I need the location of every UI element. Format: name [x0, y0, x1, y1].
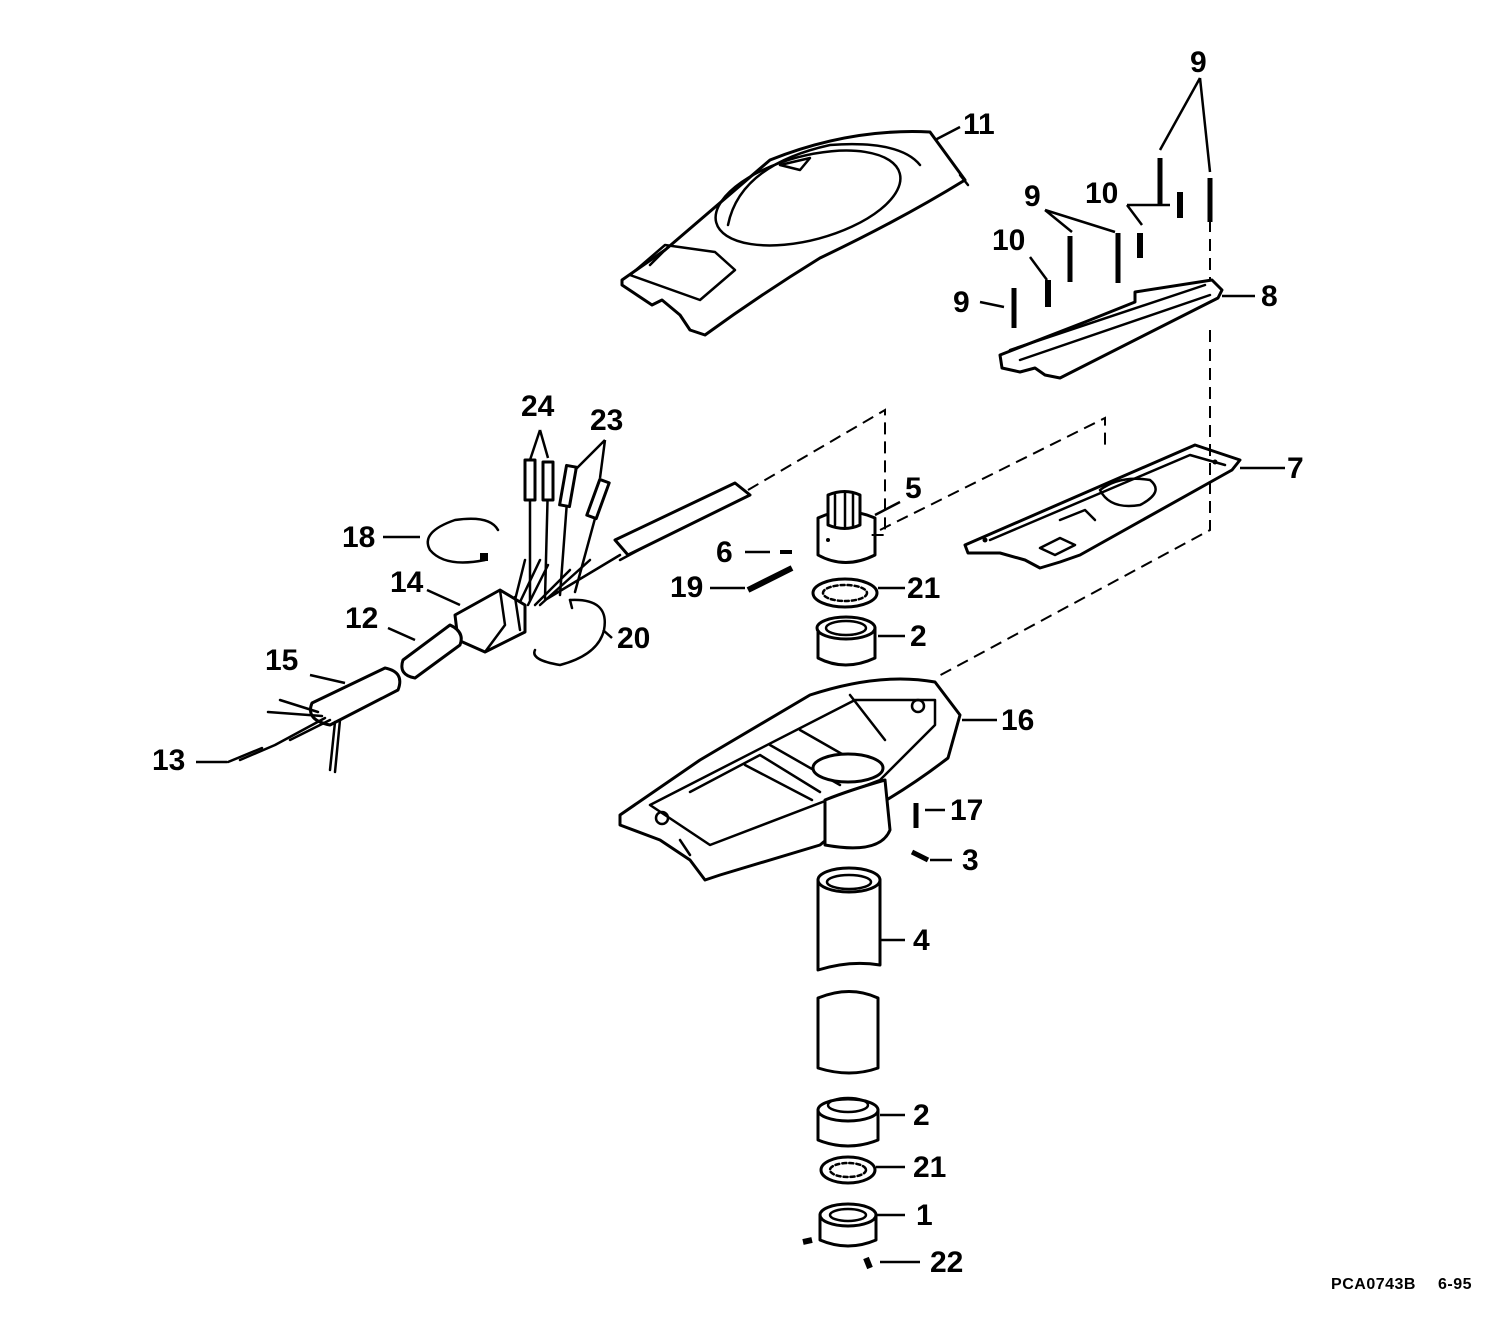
part-5-gear: [816, 490, 877, 564]
callout-3: 3: [962, 844, 979, 877]
callout-1: 1: [916, 1199, 933, 1232]
callout-11: 11: [963, 108, 995, 141]
figure-date: 6-95: [1437, 1276, 1472, 1293]
callout-20: 20: [617, 622, 650, 655]
callout-24: 24: [521, 390, 555, 423]
callout-14: 14: [390, 566, 424, 599]
wiring-harness: [226, 458, 752, 774]
part-19-pin: [746, 565, 794, 593]
callout-labels: 9 11 10 9 10 9 8 7 24 23 5 18 6 14 19 21…: [152, 46, 1304, 1279]
callout-19: 19: [670, 571, 703, 604]
leader-lines: [196, 77, 1285, 1264]
callout-7: 7: [1287, 452, 1304, 485]
screws-9-10: [1011, 158, 1213, 328]
figure-code: PCA0743B: [1331, 1276, 1416, 1293]
callout-18: 18: [342, 521, 375, 554]
part-16-base: [618, 677, 962, 882]
part-2-21-1-lower-bearing: [802, 1096, 880, 1270]
callout-17: 17: [950, 794, 983, 827]
part-3-pin: [910, 849, 930, 863]
part-21-2-upper-bearing: [811, 577, 879, 667]
callout-21: 21: [907, 572, 940, 605]
part-7-lower-plate: [963, 443, 1242, 570]
callout-4: 4: [913, 924, 930, 957]
callout-12: 12: [345, 602, 378, 635]
callout-10: 10: [992, 224, 1025, 257]
callout-23: 23: [590, 404, 623, 437]
callout-15: 15: [265, 644, 298, 677]
part-4-tube: [816, 866, 882, 1075]
callout-13: 13: [152, 744, 185, 777]
figure-reference: PCA0743B 6-95: [1309, 1276, 1472, 1294]
callout-9: 9: [1190, 46, 1207, 79]
callout-16: 16: [1001, 704, 1034, 737]
part-8-upper-plate: [998, 278, 1224, 380]
callout-2: 2: [910, 620, 927, 653]
callout-2: 2: [913, 1099, 930, 1132]
part-11-top-cover: [620, 130, 970, 337]
callout-9: 9: [953, 286, 970, 319]
callout-9: 9: [1024, 180, 1041, 213]
callout-6: 6: [716, 536, 733, 569]
spring-clips: [426, 517, 607, 667]
callout-10: 10: [1085, 177, 1118, 210]
callout-8: 8: [1261, 280, 1278, 313]
callout-22: 22: [930, 1246, 963, 1279]
callout-5: 5: [905, 472, 922, 505]
callout-21: 21: [913, 1151, 946, 1184]
alignment-lines: [747, 220, 1211, 679]
